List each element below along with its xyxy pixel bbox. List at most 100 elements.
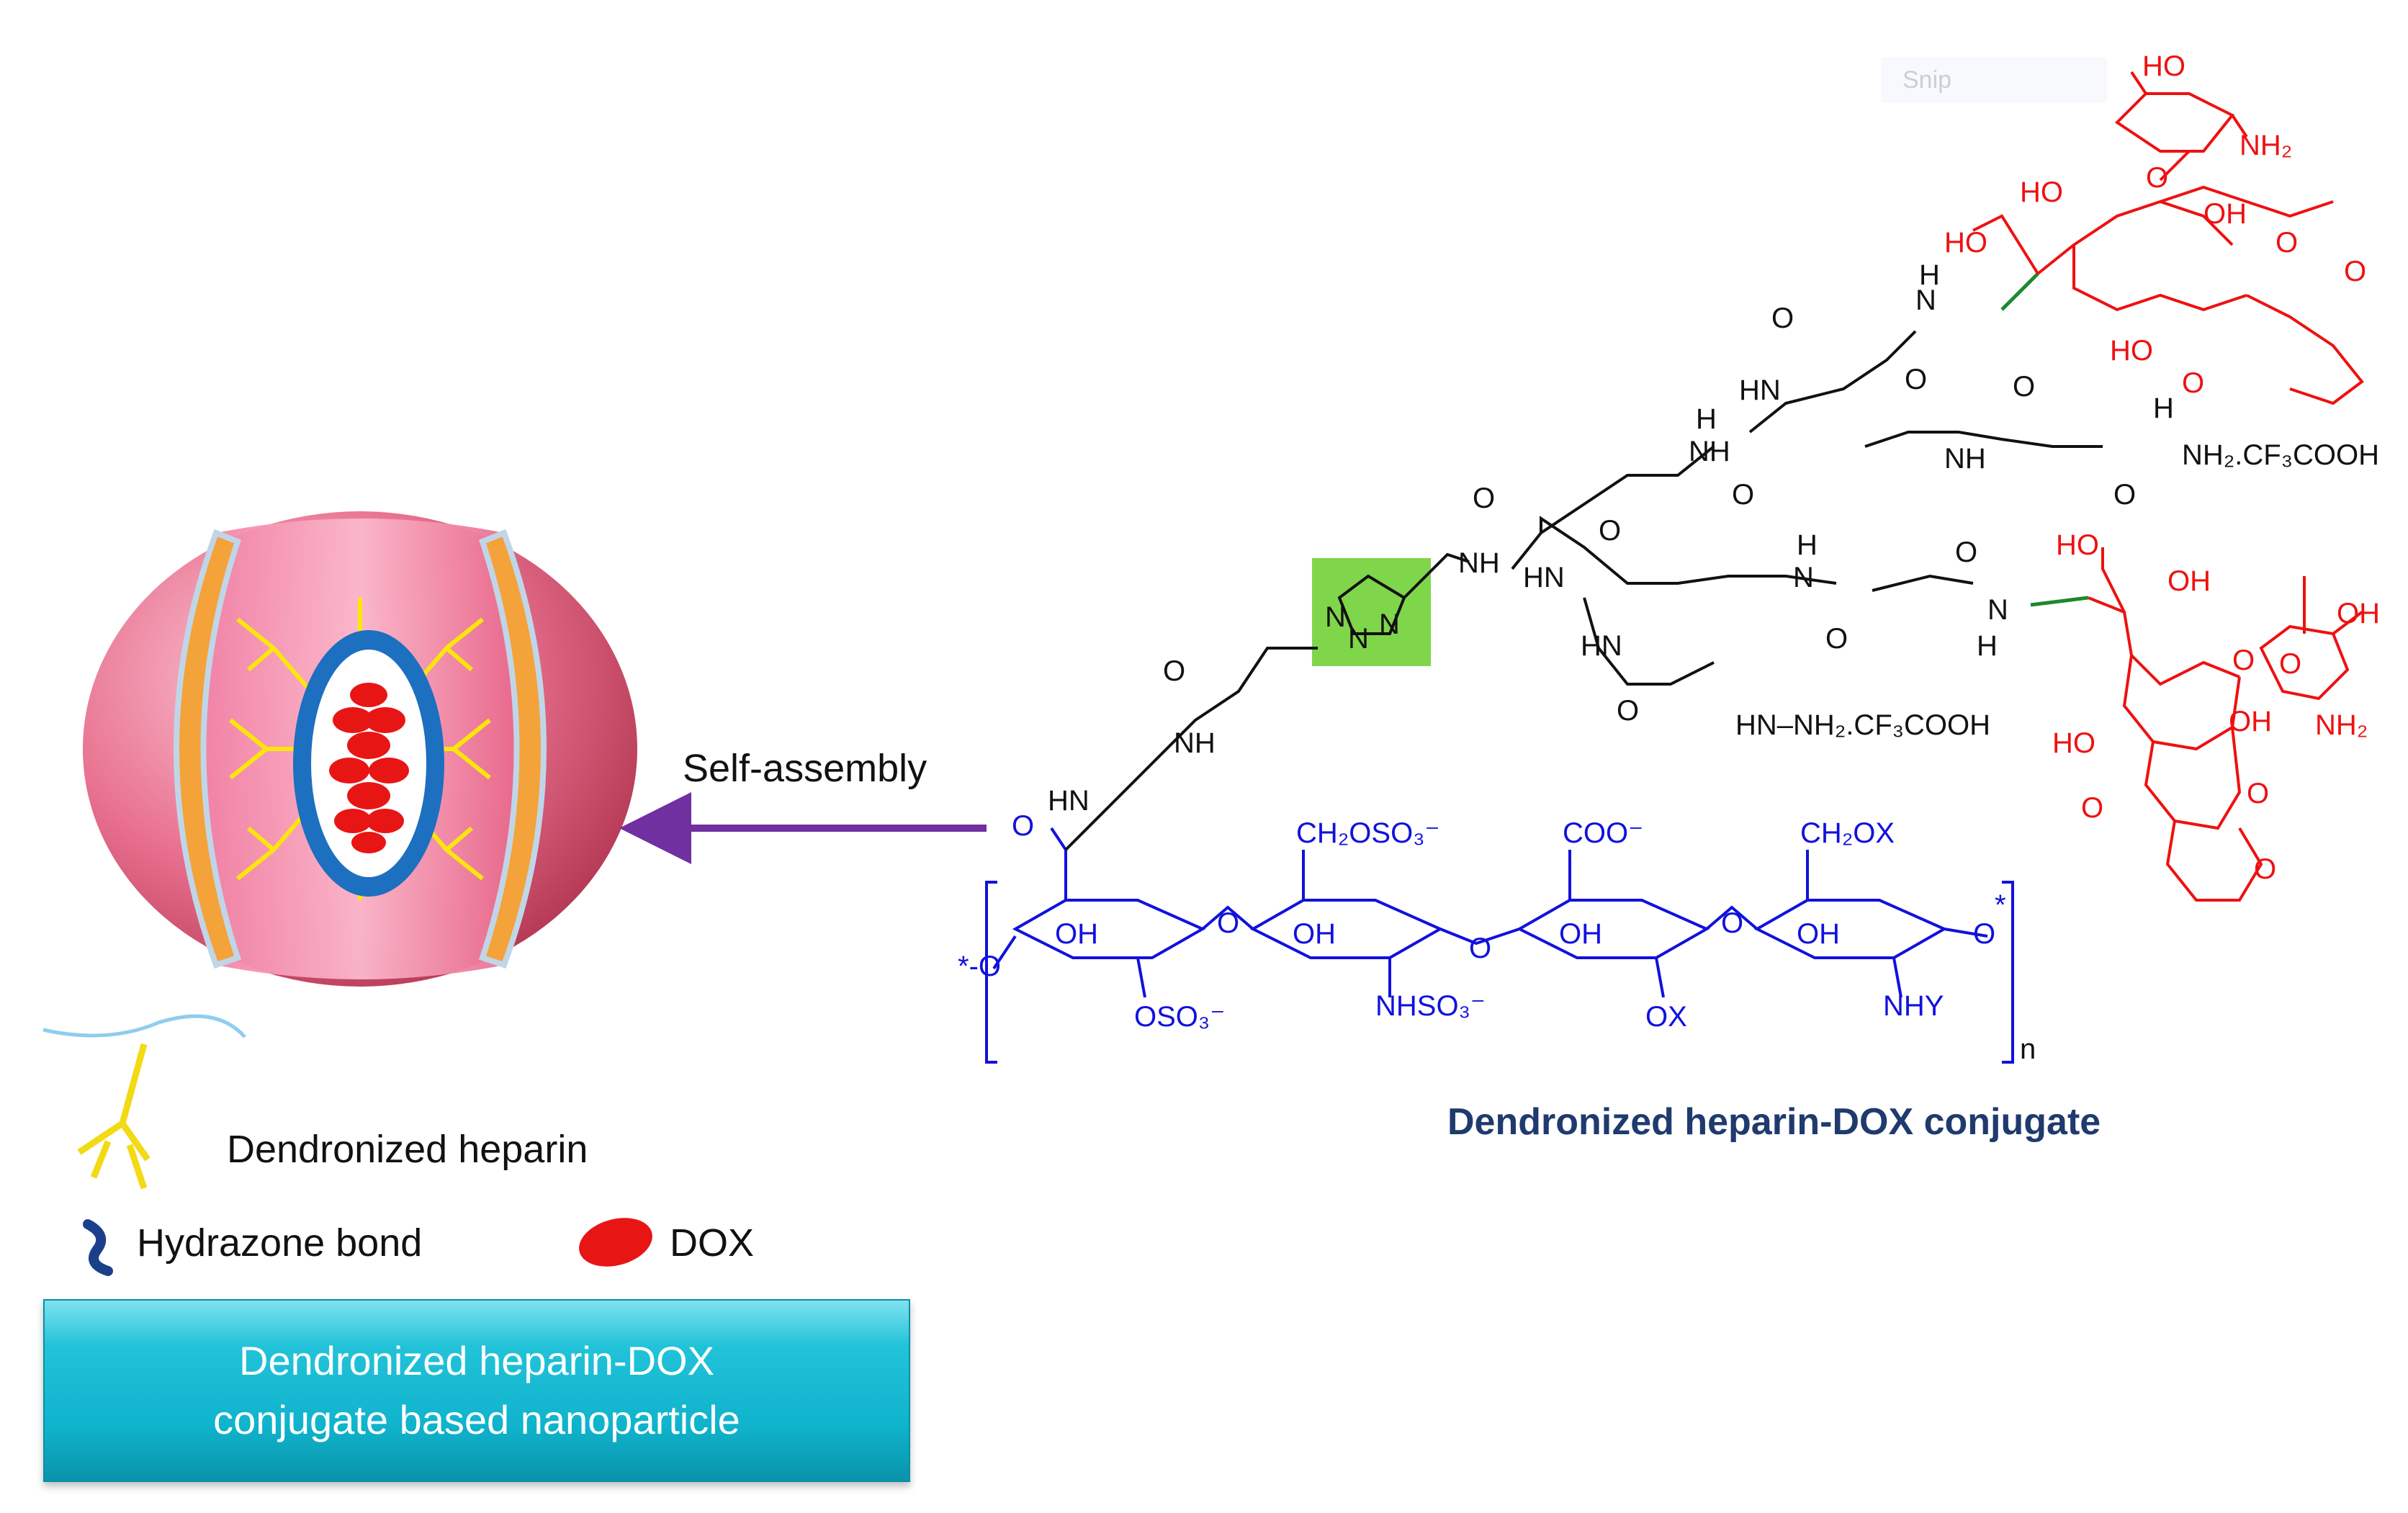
linker-hn-4: HN xyxy=(1739,374,1781,406)
legend-dox-label: DOX xyxy=(670,1221,755,1265)
linker-labels: HN NH O N N N NH O HN O HN O HN–NH₂.CF₃C… xyxy=(1048,259,2379,817)
dox-bot-oh-1: OH xyxy=(2167,565,2211,597)
heparin-bracket-left xyxy=(985,881,997,1064)
linker-o-2: O xyxy=(1473,482,1495,514)
linker-n-triazole-1: N xyxy=(1325,601,1346,633)
heparin-o-3: O xyxy=(1721,907,1743,939)
linker-o-7: O xyxy=(1905,364,1927,395)
dox-top-ho-3: HO xyxy=(1944,227,1987,259)
linker-nh-3: NH xyxy=(1689,436,1730,467)
heparin-nhy: NHY xyxy=(1883,990,1944,1022)
heparin-bracket-right xyxy=(2002,881,2014,1064)
linker-hydrazide-2: HN–NH₂.CF₃COOH xyxy=(1735,709,1990,741)
heparin-star-right: * xyxy=(1995,889,2006,921)
linker-o-10: O xyxy=(1825,623,1848,655)
linker-n-triazole-3: N xyxy=(1379,609,1400,640)
legend-dendronized-label: Dendronized heparin xyxy=(227,1128,588,1171)
linker-o-9: O xyxy=(2113,479,2136,511)
legend-dendronized-symbol xyxy=(42,1014,246,1190)
nanoparticle-banner: Dendronized heparin-DOX conjugate based … xyxy=(43,1299,910,1482)
hydrazone-bond-bottom xyxy=(2030,596,2089,607)
heparin-ox: OX xyxy=(1645,1001,1687,1033)
banner-line-2: conjugate based nanoparticle xyxy=(213,1397,740,1442)
dox-unit-top-labels: HO NH₂ O HO OH HO O O HO O xyxy=(1944,50,2366,399)
heparin-o-amide: O xyxy=(1012,810,1034,842)
legend-hydrazone-label: Hydrazone bond xyxy=(137,1221,423,1265)
heparin-ch2oso3: CH₂OSO₃⁻ xyxy=(1296,817,1440,849)
linker-o-6: O xyxy=(1771,302,1794,334)
linker-o-8: O xyxy=(2013,371,2035,403)
dox-top-o-1: O xyxy=(2146,162,2168,194)
linker-hn-2: HN xyxy=(1523,562,1565,593)
linker-h-2: H xyxy=(1919,259,1940,291)
heparin-ring-3 xyxy=(1516,899,1710,959)
dox-unit-bottom-labels: HO OH OH O O OH NH₂ HO O O O xyxy=(2052,529,2380,885)
dox-top-oh-1: OH xyxy=(2203,198,2247,230)
nanoparticle-shell-left xyxy=(174,529,242,969)
heparin-labels: CH₂OSO₃⁻ COO⁻ CH₂OX OH OH OH OH OSO₃⁻ NH… xyxy=(958,810,2036,1065)
linker-h-4: H xyxy=(1797,529,1818,561)
dox-bot-o-2: O xyxy=(2279,648,2301,680)
linker-hn-1: HN xyxy=(1048,785,1090,817)
dox-bot-nh2: NH₂ xyxy=(2315,709,2368,741)
heparin-nhso3: NHSO₃⁻ xyxy=(1375,990,1486,1022)
banner-line-1: Dendronized heparin-DOX xyxy=(239,1338,714,1383)
linker-o-11: O xyxy=(1955,536,1977,568)
heparin-oso3: OSO₃⁻ xyxy=(1134,1001,1225,1033)
heparin-o-4: O xyxy=(1973,918,1995,950)
self-assembly-label: Self-assembly xyxy=(683,747,927,790)
dox-bot-ho-1: HO xyxy=(2056,529,2099,561)
dox-bot-oh-2: OH xyxy=(2337,598,2380,629)
dox-bot-o-1: O xyxy=(2232,645,2255,676)
linker-o-1: O xyxy=(1163,655,1185,687)
hydrazone-bond-icon xyxy=(83,1219,113,1276)
dox-bot-o-3: O xyxy=(2081,792,2103,824)
heparin-o-1: O xyxy=(1217,907,1239,939)
linker-nh-2: NH xyxy=(1458,547,1500,579)
dox-top-o-4: O xyxy=(2182,367,2204,399)
heparin-oh-4: OH xyxy=(1797,918,1840,950)
snip-overlay[interactable]: Snip xyxy=(1881,58,2107,102)
nanoparticle-shell-right xyxy=(478,529,547,969)
linker-hydrazide-1: NH₂.CF₃COOH xyxy=(2182,439,2379,471)
heparin-ring-1 xyxy=(1012,899,1206,959)
heparin-oh-3: OH xyxy=(1559,918,1602,950)
linker-h-1: H xyxy=(1696,403,1717,435)
heparin-coo: COO⁻ xyxy=(1563,817,1643,849)
linker-o-3: O xyxy=(1599,515,1621,547)
linker-n-1: N xyxy=(1915,284,1936,316)
dox-top-ho-2: HO xyxy=(2020,176,2063,208)
linker-n-2: N xyxy=(1793,562,1814,593)
linker-h-5: H xyxy=(1977,630,1998,662)
heparin-star-left: *-O xyxy=(958,951,1001,982)
heparin-repeat-n: n xyxy=(2020,1033,2036,1065)
dox-bot-o-5: O xyxy=(2254,853,2276,885)
dox-top-ho-1: HO xyxy=(2142,50,2185,82)
nanoparticle-illustration xyxy=(83,511,637,987)
heparin-ch2ox: CH₂OX xyxy=(1800,817,1895,849)
linker-o-4: O xyxy=(1617,695,1639,727)
heparin-oh-2: OH xyxy=(1293,918,1336,950)
linker-bonds xyxy=(1064,330,2103,851)
linker-nh-4: NH xyxy=(1944,443,1986,475)
dox-top-nh2: NH₂ xyxy=(2239,130,2292,161)
conjugate-caption: Dendronized heparin-DOX conjugate xyxy=(1447,1101,2101,1143)
heparin-o-2: O xyxy=(1469,933,1491,964)
dox-bot-o-4: O xyxy=(2247,778,2269,809)
triazole-highlight xyxy=(1312,558,1431,666)
linker-hn-3: HN xyxy=(1581,630,1622,662)
hydrazone-bond-top xyxy=(2000,272,2039,311)
dox-top-o-2: O xyxy=(2276,227,2298,259)
dox-unit-top xyxy=(1972,71,2364,405)
dox-unit-bottom xyxy=(2088,547,2363,902)
heparin-ring-4 xyxy=(1753,899,1948,959)
linker-n-3: N xyxy=(1987,594,2008,626)
linker-h-3: H xyxy=(2153,392,2174,424)
dox-bot-ho-2: HO xyxy=(2052,727,2095,759)
linker-nh-1: NH xyxy=(1174,727,1216,759)
linker-n-triazole-2: N xyxy=(1348,623,1369,655)
dox-top-ho-4: HO xyxy=(2110,335,2153,367)
heparin-ring-2 xyxy=(1249,899,1444,959)
heparin-oh-1: OH xyxy=(1055,918,1098,950)
